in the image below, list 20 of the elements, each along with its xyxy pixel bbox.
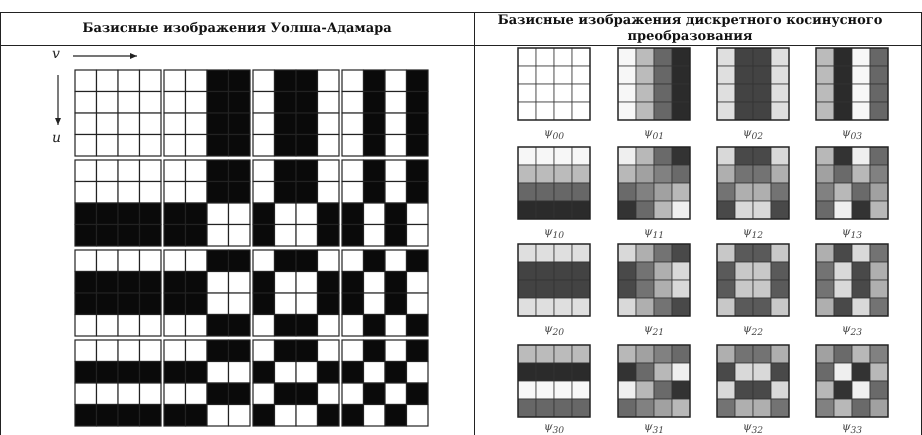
basis-label: ψ$_{03}$	[840, 126, 864, 142]
axis-label: v	[52, 46, 60, 62]
basis-label: ψ$_{33}$	[840, 420, 864, 435]
basis-label: ψ$_{21}$	[642, 322, 666, 338]
basis-label: ψ$_{20}$	[542, 322, 566, 338]
basis-label: ψ$_{12}$	[742, 225, 764, 242]
basis-label: ψ$_{13}$	[840, 225, 864, 242]
basis-label: ψ$_{32}$	[742, 420, 764, 435]
column-header: Базисные изображения дискретного косинусного преобразования	[496, 12, 884, 45]
basis-label: ψ$_{10}$	[542, 225, 566, 242]
column-header: Базисные изображения Уолша-Адамара	[81, 20, 393, 38]
basis-label: ψ$_{00}$	[542, 126, 566, 142]
basis-label: ψ$_{31}$	[642, 420, 666, 435]
basis-label: ψ$_{23}$	[840, 322, 864, 338]
basis-label: ψ$_{02}$	[742, 126, 764, 142]
basis-label: ψ$_{11}$	[642, 225, 666, 242]
axis-label: u	[52, 130, 62, 146]
basis-label: ψ$_{22}$	[742, 322, 764, 338]
basis-label: ψ$_{01}$	[642, 126, 666, 142]
basis-label: ψ$_{30}$	[542, 420, 566, 435]
